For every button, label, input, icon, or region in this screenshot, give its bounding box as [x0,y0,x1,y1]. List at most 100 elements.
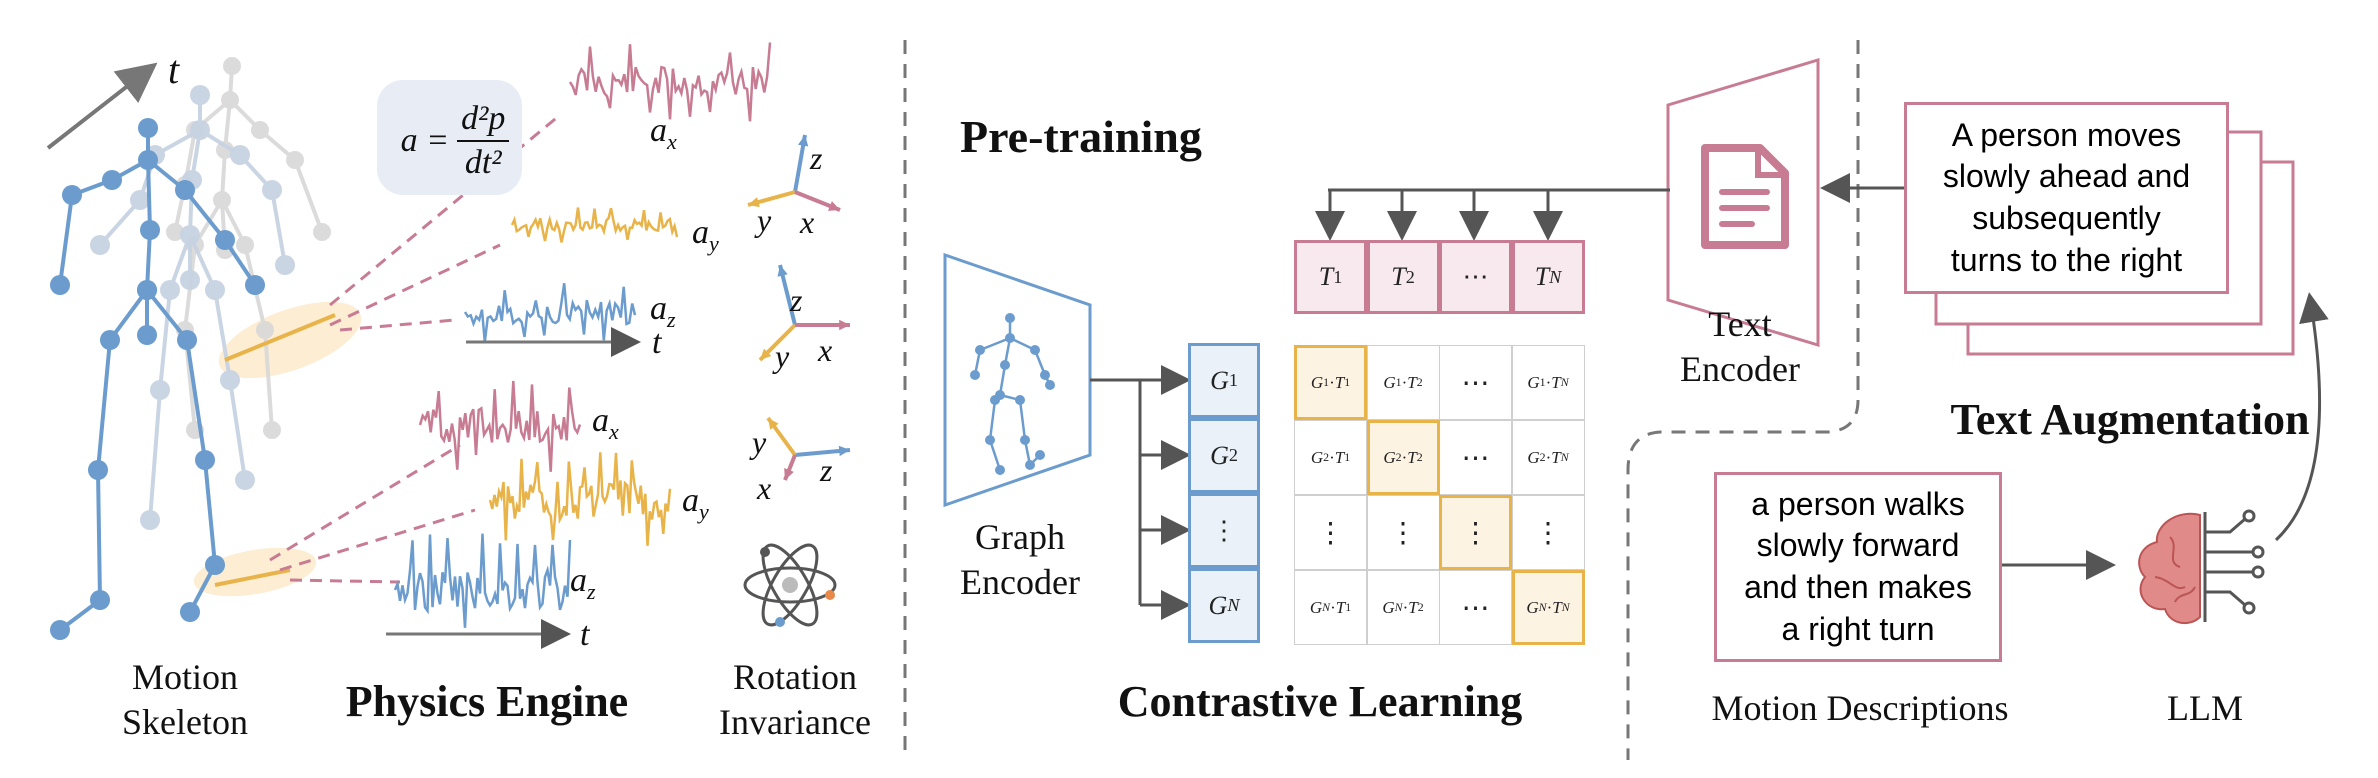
bone [188,234,217,291]
bone [145,229,152,291]
bone [145,288,189,342]
joint [50,620,70,640]
matrix-cell-diagonal: ⋮ [1439,495,1512,570]
joint [245,275,265,295]
frame2-label-z: z [790,282,803,318]
lower-limb-highlight [214,568,291,587]
mini-joint [1035,450,1045,460]
joint [138,118,158,138]
mini-joint [1005,333,1015,343]
upper-limb-highlight [224,313,336,362]
atom-icon [743,543,837,627]
axis-head [768,418,779,430]
frame-3 [766,416,851,481]
joint [137,280,157,300]
mini-joint [1040,370,1050,380]
text-encoder-label: Text Encoder [1660,302,1820,392]
text-encoder-line-1: Text [1708,304,1772,344]
joint [223,57,241,75]
joint [102,170,122,190]
mini-joint [1025,460,1035,470]
text-augmentation-title: Text Augmentation [1950,395,2310,444]
mini-joint [990,395,1000,405]
acceleration-signals [393,42,772,628]
joint [216,141,234,159]
document-icon [1701,144,1789,249]
joint [140,220,160,240]
mini-bone [979,336,1011,352]
time-axis-lower-label: t [580,616,590,653]
joint [90,235,110,255]
frame-1 [747,134,841,212]
augmented-description-box: A person moves slowly ahead and subseque… [1904,102,2229,294]
mini-joint [1015,395,1025,405]
mini-bone [998,364,1007,396]
graph-embedding-cell: ⋮ [1188,493,1260,568]
signal-ay-upper [510,207,679,243]
matrix-cell: ⋯ [1439,345,1512,420]
motion-skeleton [50,57,336,640]
joint [180,270,200,290]
formula-bubble [377,80,522,195]
mini-joint [975,345,985,355]
matrix-cell: ⋮ [1294,495,1367,570]
time-arrow [46,62,158,150]
joint [180,602,200,622]
coordinate-frames [747,134,851,481]
joint [175,180,195,200]
motion-text-line-4: a right turn [1781,610,1935,647]
rotation-invariance-line-2: Invariance [719,702,871,742]
matrix-cell: ⋮ [1511,495,1585,570]
motion-text-line-3: and then makes [1744,569,1972,605]
bone [270,189,287,266]
matrix-cell: ⋯ [1439,570,1512,645]
joint [215,230,235,250]
joint [313,223,331,241]
joint [150,380,170,400]
frame3-label-y: y [752,424,767,460]
axis-head [748,197,760,208]
matrix-cell: ⋯ [1439,420,1512,495]
joint [286,151,304,169]
joint [275,255,295,275]
bone [183,188,227,242]
llm-label: LLM [2167,688,2243,728]
mini-joint [1005,313,1015,323]
joint [90,590,110,610]
graph-encoder-line-1: Graph [975,517,1065,557]
contrastive-learning-title: Contrastive Learning [1117,677,1523,726]
joint [166,223,184,241]
signal-label-ay-upper: ay [692,214,719,256]
joint [180,225,200,245]
motion-text-line-2: slowly forward [1756,527,1960,564]
motion-descriptions-label: Motion Descriptions [1711,688,2009,728]
signal-label-ax-upper: ax [650,112,677,154]
bone [98,198,142,247]
motion-skeleton-line-2: Skeleton [122,702,248,742]
axis-head [760,348,772,360]
axis-head [797,135,809,147]
text-embedding-cell: ⋯ [1439,240,1512,314]
bone [228,379,247,481]
formula-lhs: a = [400,121,450,159]
frame1-label-z: z [810,140,823,176]
mini-joint [985,435,995,445]
joint [50,275,70,295]
text-encoder-line-2: Encoder [1680,349,1800,389]
frame1-label-x: x [800,204,815,240]
bone [158,289,172,391]
joint [235,470,255,490]
signal-az-lower [393,533,572,628]
bone [203,459,217,566]
graph-encoder-label: Graph Encoder [940,515,1100,605]
joint [88,460,108,480]
bone [293,159,324,233]
joint [220,370,240,390]
